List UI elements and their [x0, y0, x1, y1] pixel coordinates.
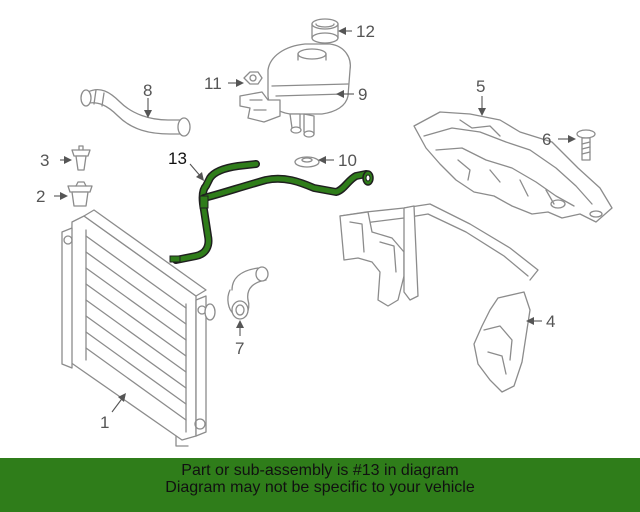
callout-6: 6 — [542, 130, 551, 149]
callout-1: 1 — [100, 413, 109, 432]
part-3-pin — [71, 145, 91, 171]
callout-11: 11 — [204, 74, 222, 93]
part-8-hose — [80, 88, 191, 137]
part-7-hose — [227, 266, 269, 320]
part-1-radiator — [61, 209, 216, 447]
callout-2: 2 — [36, 187, 45, 206]
part-4-air-duct — [339, 203, 539, 393]
callout-4: 4 — [546, 312, 555, 331]
part-11-nut — [243, 71, 263, 85]
banner-line-2: Diagram may not be specific to your vehi… — [165, 479, 475, 496]
leader-lines — [54, 27, 576, 413]
callout-8: 8 — [143, 81, 152, 100]
part-2-clip — [67, 181, 93, 207]
part-9-expansion-tank — [239, 43, 351, 138]
callout-7: 7 — [235, 339, 244, 358]
callout-3: 3 — [40, 151, 49, 170]
part-info-banner: Part or sub-assembly is #13 in diagram D… — [0, 458, 640, 512]
part-10-grommet — [294, 156, 320, 168]
callout-13: 13 — [168, 149, 187, 168]
callout-9: 9 — [358, 85, 367, 104]
part-13-coolant-hose-highlighted — [169, 160, 374, 264]
part-12-cap — [311, 18, 339, 44]
callout-12: 12 — [356, 22, 375, 41]
callout-5: 5 — [476, 77, 485, 96]
callout-10: 10 — [338, 151, 357, 170]
part-5-cover — [413, 111, 613, 223]
part-6-bolt — [576, 129, 596, 161]
parts-diagram: 12 11 9 8 3 2 6 5 10 4 7 1 13 — [36, 18, 613, 447]
banner-line-1: Part or sub-assembly is #13 in diagram — [181, 462, 459, 479]
